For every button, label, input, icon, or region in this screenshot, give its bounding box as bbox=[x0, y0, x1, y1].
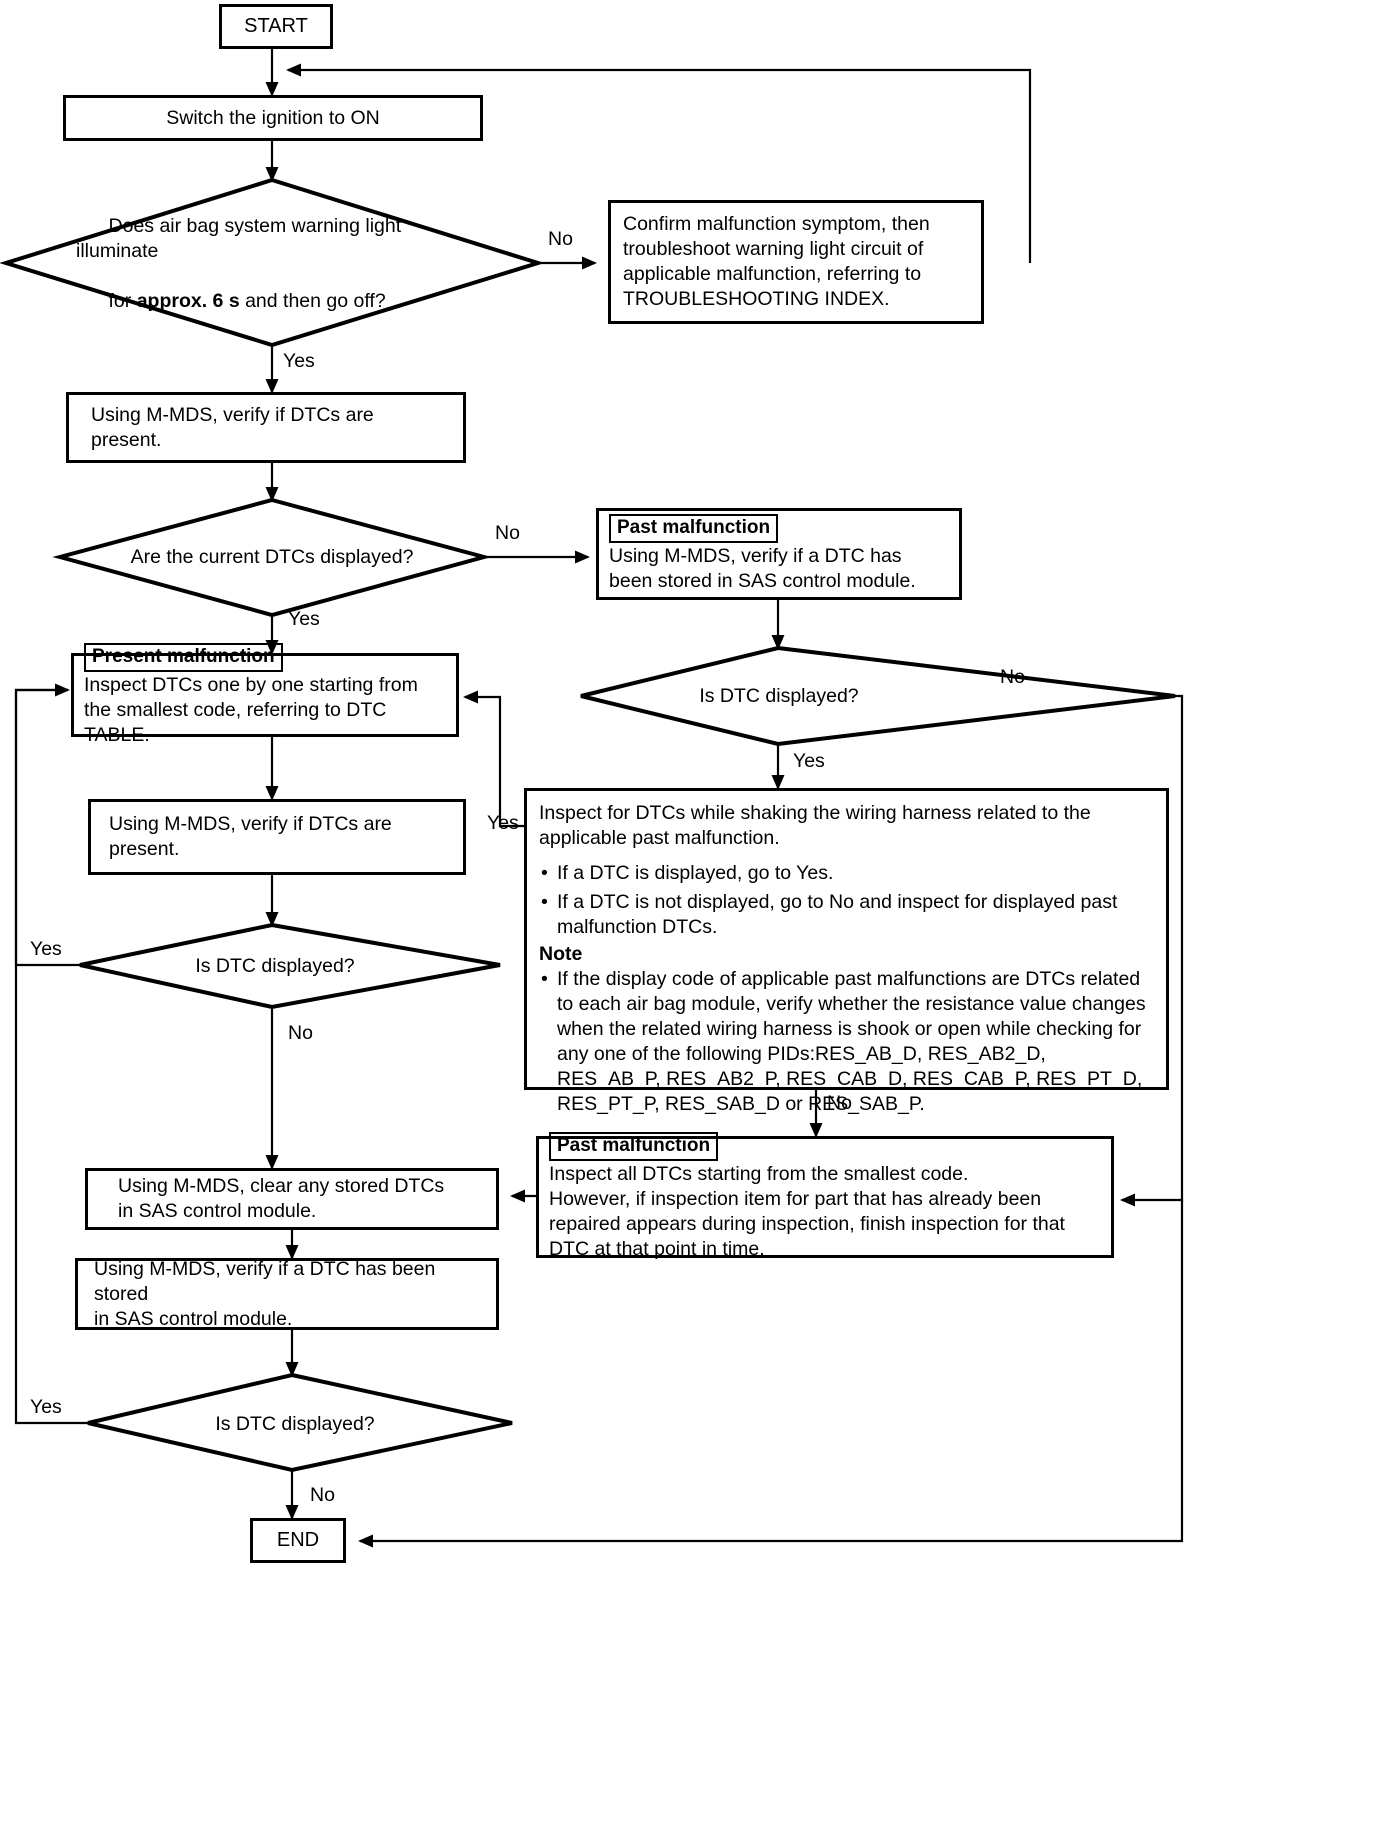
verify-stored-label: Using M-MDS, verify if a DTC has been st… bbox=[94, 1257, 436, 1330]
node-present-malfunction: Present malfunction Inspect DTCs one by … bbox=[71, 642, 459, 746]
edge-label-current-dtcs-yes: Yes bbox=[288, 608, 320, 630]
decision-dtc-mid-text: Is DTC displayed? bbox=[110, 953, 440, 979]
node-past-malfunction-1: Past malfunction Using M-MDS, verify if … bbox=[596, 508, 962, 600]
decision-current-dtcs-text: Are the current DTCs displayed? bbox=[90, 544, 454, 570]
node-past-malfunction-2: Past malfunction Inspect all DTCs starti… bbox=[536, 1132, 1114, 1260]
verify-dtcs-label: Using M-MDS, verify if DTCs are present. bbox=[91, 403, 380, 451]
node-clear-dtcs: Using M-MDS, clear any stored DTCs in SA… bbox=[85, 1168, 499, 1230]
start-label: START bbox=[244, 15, 308, 37]
end-label: END bbox=[276, 1529, 320, 1551]
warning-q-line1: Does air bag system warning light illumi… bbox=[76, 215, 407, 262]
current-dtcs-label: Are the current DTCs displayed? bbox=[130, 545, 414, 568]
clear-dtcs-label: Using M-MDS, clear any stored DTCs in SA… bbox=[118, 1175, 445, 1222]
node-shake-harness: Inspect for DTCs while shaking the wirin… bbox=[524, 788, 1169, 1115]
node-verify-dtcs-present-2: Using M-MDS, verify if DTCs are present. bbox=[88, 799, 466, 875]
shake-note-heading: Note bbox=[539, 943, 583, 965]
shake-bullet-list: If a DTC is displayed, go to Yes. If a D… bbox=[539, 861, 1154, 940]
edge-label-right-dtc-no: No bbox=[1000, 666, 1025, 688]
edge-label-mid-dtc-no: No bbox=[288, 1022, 313, 1044]
node-start: START bbox=[219, 4, 333, 49]
shake-note-list: If the display code of applicable past m… bbox=[539, 967, 1154, 1117]
shake-bullet-1: If a DTC is not displayed, go to No and … bbox=[539, 890, 1154, 940]
dtc-right-label: Is DTC displayed? bbox=[699, 684, 859, 707]
node-verify-stored: Using M-MDS, verify if a DTC has been st… bbox=[75, 1258, 499, 1330]
edge-label-warning-yes: Yes bbox=[283, 350, 315, 372]
past-malfunction-2-tag: Past malfunction bbox=[549, 1132, 719, 1161]
edge-label-bottom-dtc-yes: Yes bbox=[30, 1396, 62, 1418]
ignition-label: Switch the ignition to ON bbox=[166, 106, 380, 129]
present-malfunction-tag: Present malfunction bbox=[84, 642, 283, 672]
edge-label-shake-no: No bbox=[827, 1092, 852, 1114]
edge-label-warning-no: No bbox=[548, 228, 573, 250]
confirm-symptom-text: Confirm malfunction symptom, then troubl… bbox=[623, 213, 936, 310]
edge-label-mid-dtc-yes: Yes bbox=[30, 938, 62, 960]
decision-dtc-right-text: Is DTC displayed? bbox=[626, 683, 932, 709]
edge-label-bottom-dtc-no: No bbox=[310, 1484, 335, 1506]
dtc-mid-label: Is DTC displayed? bbox=[195, 954, 355, 977]
decision-dtc-bottom-text: Is DTC displayed? bbox=[130, 1411, 460, 1437]
edge-label-right-dtc-yes: Yes bbox=[793, 750, 825, 772]
shake-bullet-0: If a DTC is displayed, go to Yes. bbox=[539, 861, 1154, 886]
warning-q-line2-post: and then go off? bbox=[239, 290, 386, 312]
edge-label-shake-yes: Yes bbox=[487, 812, 519, 834]
warning-q-line2-pre: for bbox=[108, 290, 137, 312]
past-malfunction-1-tag: Past malfunction bbox=[609, 514, 779, 543]
node-confirm-symptom: Confirm malfunction symptom, then troubl… bbox=[608, 200, 984, 324]
shake-note-bullet: If the display code of applicable past m… bbox=[539, 967, 1154, 1117]
verify-dtcs-2-label: Using M-MDS, verify if DTCs are present. bbox=[109, 813, 398, 860]
shake-intro: Inspect for DTCs while shaking the wirin… bbox=[539, 802, 1097, 849]
warning-q-line2-bold: approx. 6 s bbox=[136, 290, 240, 312]
present-malfunction-text: Inspect DTCs one by one starting from th… bbox=[84, 673, 424, 746]
node-end: END bbox=[250, 1518, 346, 1563]
past-malfunction-1-text: Using M-MDS, verify if a DTC has been st… bbox=[609, 545, 916, 592]
node-verify-dtcs-present: Using M-MDS, verify if DTCs are present. bbox=[66, 392, 466, 463]
node-switch-ignition: Switch the ignition to ON bbox=[63, 95, 483, 141]
past-malfunction-2-text: Inspect all DTCs starting from the small… bbox=[549, 1163, 1065, 1260]
dtc-bottom-label: Is DTC displayed? bbox=[215, 1412, 375, 1435]
decision-warning-light-text: Does air bag system warning light illumi… bbox=[76, 215, 476, 312]
edge-label-current-dtcs-no: No bbox=[495, 522, 520, 544]
